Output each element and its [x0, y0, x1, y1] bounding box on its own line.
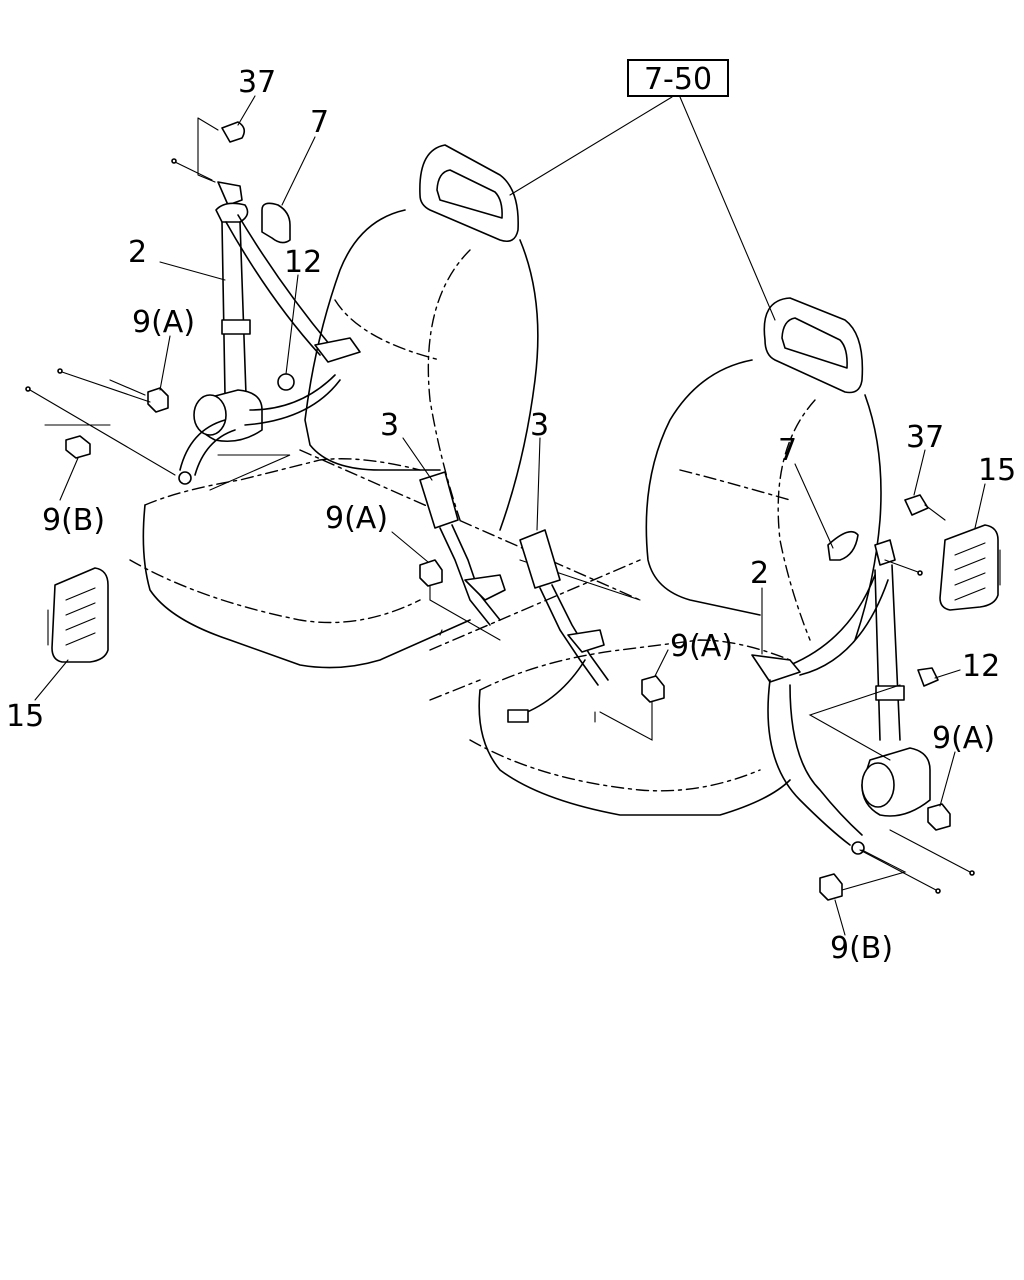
callout-3-left: 3: [380, 408, 399, 443]
callout-37-right: 37: [906, 420, 944, 455]
bolt-9a-center1: [419, 559, 443, 587]
callout-2-right: 2: [750, 556, 769, 591]
left-belt-assembly: [25, 117, 361, 663]
callout-9a-left: 9(A): [132, 305, 195, 340]
callout-7-right: 7: [778, 433, 797, 468]
callout-9a-center1: 9(A): [325, 501, 388, 536]
callout-9b-right: 9(B): [830, 931, 893, 966]
callout-3-right: 3: [530, 408, 549, 443]
callout-12-right: 12: [962, 649, 1000, 684]
bolt-9b-left: [65, 435, 91, 459]
cover-15-right: [939, 524, 999, 611]
reference-label: 7-50: [644, 62, 712, 97]
center-buckles: [419, 471, 665, 741]
callout-15-left: 15: [6, 699, 44, 734]
bolt-9b-right: [819, 873, 843, 901]
buckle-3-right: [519, 529, 561, 589]
callout-9b-left: 9(B): [42, 503, 105, 538]
leader-lines: [34, 95, 986, 936]
reference-7-50: 7-50: [509, 59, 776, 321]
right-belt-assembly: [751, 494, 1001, 901]
clip-37-left: [221, 121, 246, 143]
callout-9a-right: 9(A): [932, 721, 995, 756]
callout-37-left: 37: [238, 65, 276, 100]
clip-37-right: [904, 494, 929, 516]
callout-2-left: 2: [128, 235, 147, 270]
cover-15-left: [51, 567, 109, 663]
callout-12-left: 12: [284, 245, 322, 280]
cover-7-left: [261, 202, 291, 244]
bolt-9a-center2: [641, 675, 665, 703]
bolt-9a-right: [927, 803, 951, 831]
callout-7-left: 7: [310, 105, 329, 140]
bolt-12-left: [277, 373, 295, 391]
bolt-12-right: [917, 667, 939, 687]
callout-9a-center2: 9(A): [670, 629, 733, 664]
callout-labels: 37 7 2 12 9(A) 9(B) 15 3 3 9(A) 9(A) 37 …: [6, 65, 1016, 966]
callout-15-right: 15: [978, 453, 1016, 488]
buckle-3-left: [419, 471, 459, 529]
bolt-9a-left: [147, 387, 169, 413]
right-seat: [429, 297, 882, 816]
cover-7-right: [827, 530, 859, 561]
left-seat: [129, 144, 641, 669]
